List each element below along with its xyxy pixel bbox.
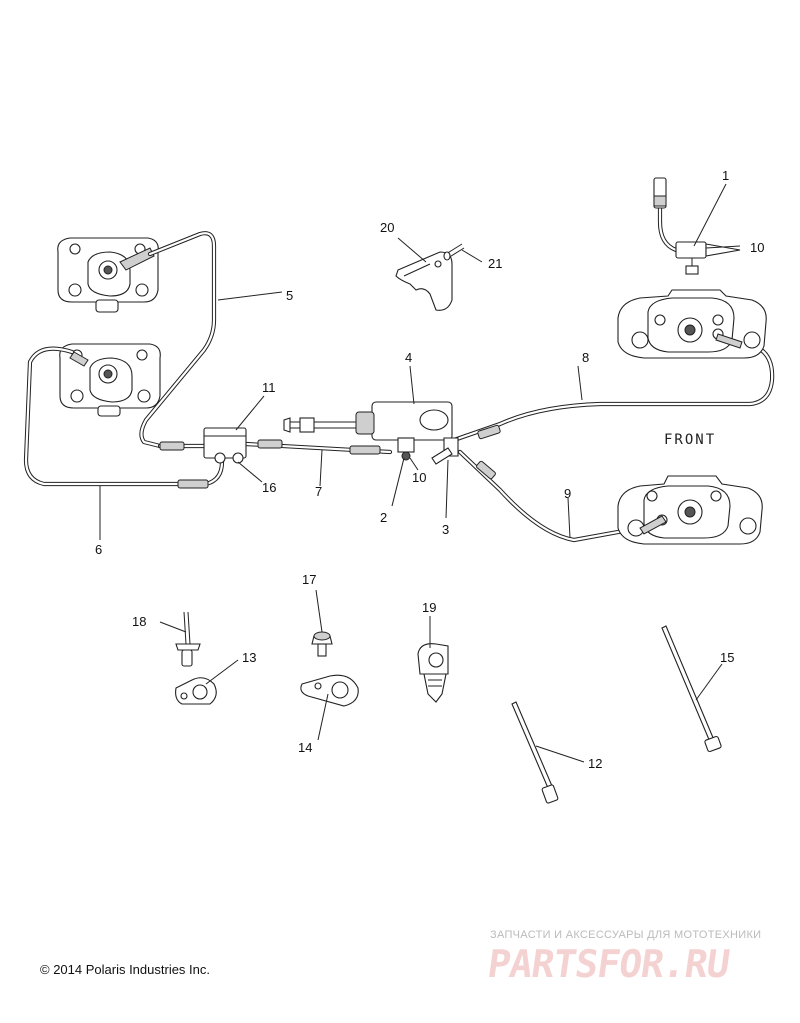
callout-5: 5	[286, 288, 293, 303]
leader-lines	[99, 183, 741, 763]
rear-caliper-upper	[57, 237, 159, 313]
brake-line-5	[139, 231, 217, 449]
callout-13: 13	[242, 650, 256, 665]
front-caliper-lower	[617, 475, 763, 545]
callout-18: 18	[132, 614, 146, 629]
clip-19	[417, 643, 449, 703]
bolt-21	[443, 243, 465, 261]
callout-9: 9	[564, 486, 571, 501]
clamp-13	[175, 677, 217, 705]
callout-1: 1	[722, 168, 729, 183]
callout-11: 11	[262, 380, 276, 395]
callout-21: 21	[488, 256, 502, 271]
callout-14: 14	[298, 740, 312, 755]
callout-2: 2	[380, 510, 387, 525]
callout-15: 15	[720, 650, 734, 665]
clamp-14	[300, 674, 359, 707]
screw-17	[311, 631, 333, 657]
master-cylinder	[283, 401, 459, 465]
watermark-logo: PARTSFOR.RU	[484, 942, 732, 986]
callout-10-top: 10	[750, 240, 764, 255]
callout-12: 12	[588, 756, 602, 771]
brake-line-7	[243, 439, 393, 455]
front-label: FRONT	[664, 432, 716, 448]
callout-19: 19	[422, 600, 436, 615]
brake-line-bracket-1	[653, 177, 741, 275]
brake-line-5-lower	[157, 441, 207, 451]
strap-15	[661, 625, 722, 753]
brake-line-8	[451, 337, 775, 443]
callout-17: 17	[302, 572, 316, 587]
rear-caliper-lower	[59, 343, 161, 417]
rivet-18	[175, 611, 201, 667]
callout-4: 4	[405, 350, 412, 365]
callout-8: 8	[582, 350, 589, 365]
callout-3: 3	[442, 522, 449, 537]
bracket-20	[395, 251, 453, 311]
brake-junction-block	[203, 427, 247, 464]
watermark-tagline: ЗАПЧАСТИ И АКСЕССУАРЫ ДЛЯ МОТОТЕХНИКИ	[490, 929, 762, 941]
brake-line-9	[457, 449, 667, 543]
brake-line-6	[23, 346, 225, 489]
callout-10-mid: 10	[412, 470, 426, 485]
callout-7: 7	[315, 484, 322, 499]
callout-6: 6	[95, 542, 102, 557]
front-caliper-upper	[617, 289, 767, 359]
strap-12	[511, 701, 559, 804]
callout-16: 16	[262, 480, 276, 495]
copyright-notice: © 2014 Polaris Industries Inc.	[40, 962, 210, 977]
callout-20: 20	[380, 220, 394, 235]
